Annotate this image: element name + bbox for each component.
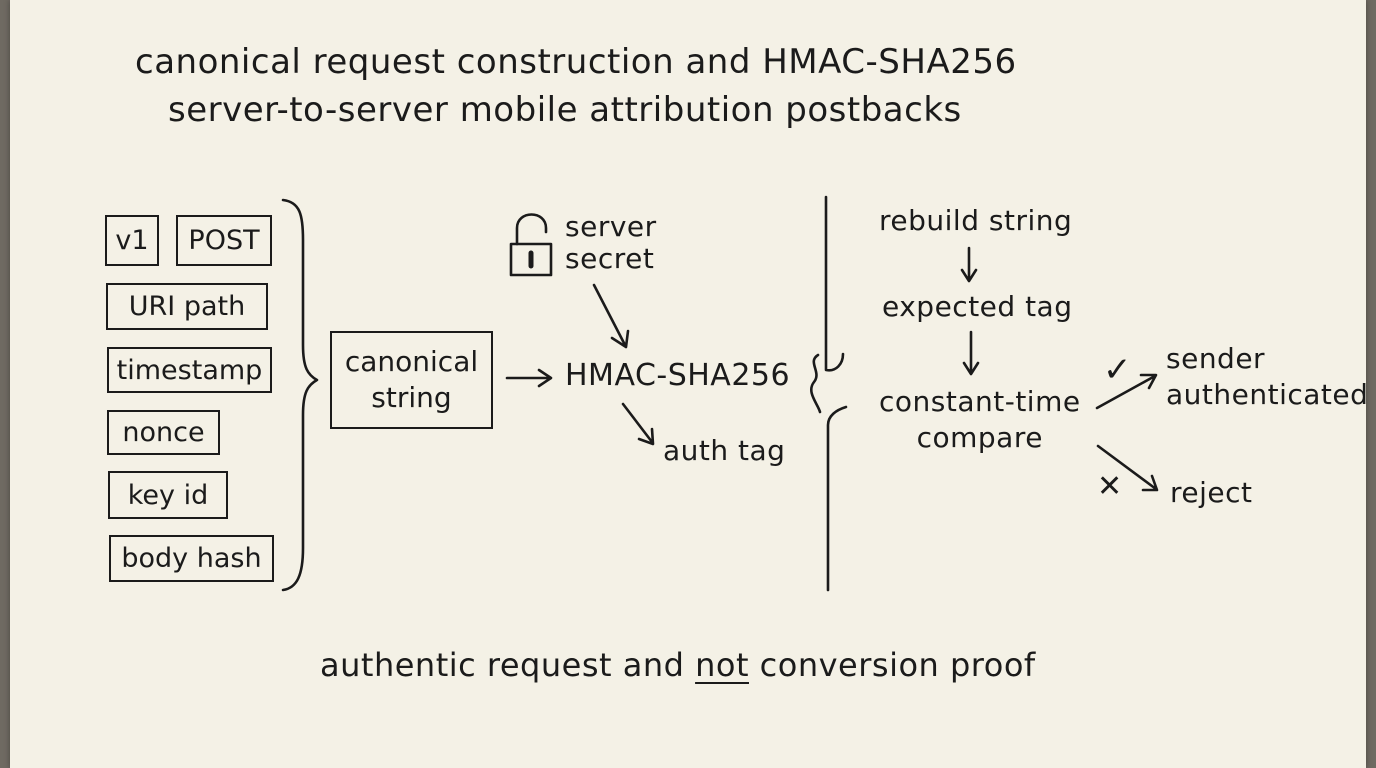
canonical-string-line-2: string	[371, 381, 452, 414]
constant-time-compare-label: constant-time compare	[879, 384, 1081, 456]
footer-emphasis: not	[695, 646, 749, 684]
server-secret-line-1: server	[565, 210, 657, 243]
field-key-id-box: key id	[108, 471, 228, 519]
reject-label: reject	[1170, 476, 1253, 509]
diagram-title-line-1: canonical request construction and HMAC-…	[135, 42, 1017, 82]
checkmark-icon: ✓	[1103, 350, 1132, 390]
diagram-title-line-2: server-to-server mobile attribution post…	[168, 90, 962, 130]
compare-line-2: compare	[916, 421, 1043, 454]
canonical-string-box: canonical string	[330, 331, 493, 429]
footer-note: authentic request and not conversion pro…	[320, 646, 1036, 684]
field-method-box: POST	[176, 215, 272, 266]
server-secret-label: server secret	[565, 211, 657, 275]
canonical-string-line-1: canonical	[344, 345, 479, 378]
compare-line-1: constant-time	[879, 385, 1081, 418]
sender-authenticated-label: sender authenticated	[1166, 341, 1368, 413]
field-timestamp-box: timestamp	[107, 347, 272, 393]
cross-mark-icon: ✕	[1097, 469, 1123, 504]
rebuild-string-label: rebuild string	[879, 204, 1073, 237]
auth-tag-label: auth tag	[663, 434, 786, 467]
sender-line-2: authenticated	[1166, 378, 1369, 411]
field-body-hash-box: body hash	[109, 535, 274, 582]
sender-line-1: sender	[1166, 342, 1266, 375]
expected-tag-label: expected tag	[882, 290, 1073, 323]
field-version-box: v1	[105, 215, 159, 266]
server-secret-line-2: secret	[565, 242, 655, 275]
field-nonce-box: nonce	[107, 410, 220, 455]
footer-suffix: conversion proof	[748, 646, 1036, 684]
field-uri-path-box: URI path	[106, 283, 268, 330]
footer-prefix: authentic request and	[320, 646, 696, 684]
hmac-sha256-label: HMAC-SHA256	[565, 358, 791, 393]
